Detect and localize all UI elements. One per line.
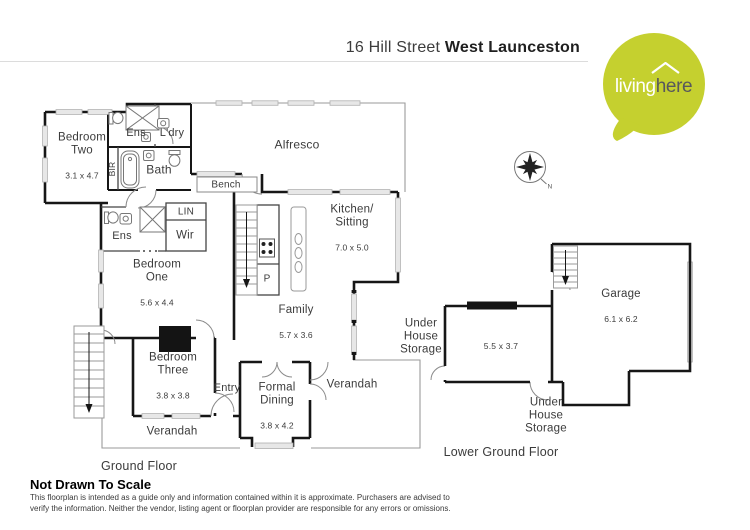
disclaimer-text: This floorplan is intended as a guide on… xyxy=(30,493,451,513)
room-label-alfresco: Alfresco xyxy=(274,137,320,152)
sink-icon xyxy=(119,118,170,225)
room-label-bedroom-two: Bedroom Two 3.1 x 4.7 xyxy=(57,131,107,181)
room-label-bench: Bench xyxy=(211,178,241,190)
room-label-entry: Entry xyxy=(213,381,241,394)
room-label-verandah-right: Verandah xyxy=(326,378,378,391)
fireplace xyxy=(159,326,191,352)
room-label-kitchen-sitting: Kitchen/ Sitting 7.0 x 5.0 xyxy=(330,203,374,253)
not-to-scale-heading: Not Drawn To Scale xyxy=(30,477,152,492)
livinghere-logo: livinghere xyxy=(597,30,710,142)
stairs-garage xyxy=(553,245,578,289)
stairs-internal xyxy=(235,204,258,296)
room-label-verandah-bottom: Verandah xyxy=(146,425,198,438)
shower-icon xyxy=(125,105,166,233)
compass-north-label: N xyxy=(547,183,553,191)
bench-outline xyxy=(196,176,258,193)
page-title: 16 Hill Street West Launceston xyxy=(346,39,580,57)
room-label-ens-mid: Ens xyxy=(112,229,132,242)
logo-bubble xyxy=(603,33,705,141)
room-label-under-house-storage-left: Under House Storage xyxy=(400,317,442,356)
room-label-bir: BIR xyxy=(107,161,118,177)
stove-icon xyxy=(259,238,275,258)
stairs-external xyxy=(73,325,105,419)
room-label-bath: Bath xyxy=(146,162,172,177)
kitchen-island xyxy=(290,206,307,292)
logo-wordmark: livinghere xyxy=(597,76,710,98)
room-label-family: Family 5.7 x 3.6 xyxy=(278,303,314,340)
room-label-bedroom-three: Bedroom Three 3.8 x 3.8 xyxy=(148,351,198,401)
room-label-garage: Garage 6.1 x 6.2 xyxy=(601,287,641,324)
bath-suite-walls xyxy=(107,104,192,191)
logo-roof-icon xyxy=(651,62,680,74)
title-suburb: West Launceston xyxy=(444,39,580,56)
sliding-door-dots xyxy=(143,250,157,252)
room-label-pantry: P xyxy=(263,273,271,285)
room-label-ens-top: Ens xyxy=(126,126,146,139)
toilet-icon xyxy=(104,111,181,224)
compass-icon xyxy=(514,151,547,185)
logo-here: here xyxy=(655,76,693,97)
room-label-formal-dining: Formal Dining 3.8 x 4.2 xyxy=(258,381,296,431)
title-street: 16 Hill Street xyxy=(345,39,445,56)
lower-ground-floor-label: Lower Ground Floor xyxy=(443,445,559,459)
ground-floor-label: Ground Floor xyxy=(100,459,178,473)
room-label-under-house-storage-bottom: Under House Storage xyxy=(525,396,567,435)
logo-living: living xyxy=(614,76,656,97)
title-divider xyxy=(0,61,588,62)
room-label-lin: LIN xyxy=(177,206,195,218)
room-label-bedroom-one: Bedroom One 5.6 x 4.4 xyxy=(132,258,182,308)
lower-wall-marker xyxy=(467,301,517,310)
room-label-storage-dim: 5.5 x 3.7 xyxy=(483,341,519,352)
bathtub-icon xyxy=(120,150,140,189)
window-ticks xyxy=(351,290,357,355)
room-label-wir: Wir xyxy=(176,229,194,242)
room-label-ldry: L'dry xyxy=(159,126,185,139)
